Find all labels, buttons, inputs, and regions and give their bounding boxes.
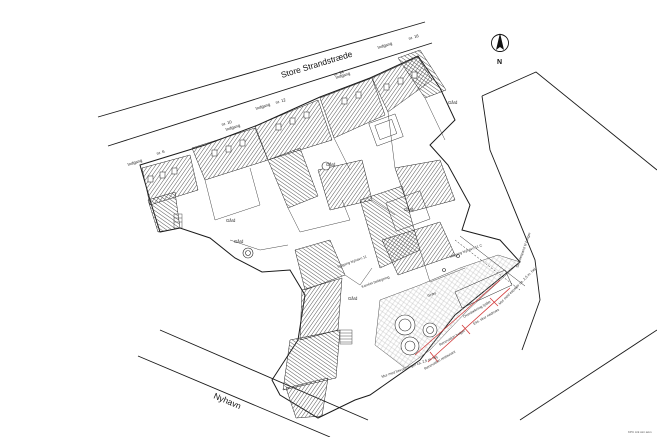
- stair-symbols: [173, 213, 353, 345]
- label-indgang-10: Indgang: [225, 123, 242, 132]
- label-gaard-3: Gård: [326, 162, 336, 167]
- trees: [394, 314, 438, 356]
- label-indgang-12: Indgang: [255, 102, 272, 111]
- label-indgang-nyhavn-11c: Indgang Nyhavn 11 C: [449, 243, 483, 259]
- label-indgang-nyhavn-11: Indgang Nyhavn 11: [337, 255, 367, 269]
- street-store-strandstraede-edge: [97, 21, 433, 147]
- label-gaard-6: Gård: [448, 100, 458, 105]
- label-indgang-6: Indgang: [127, 158, 144, 167]
- roof-sections: [141, 49, 456, 419]
- facade-windows: [147, 71, 418, 183]
- label-nr-6: nr. 6: [156, 149, 166, 156]
- site-circles: [242, 161, 460, 272]
- label-indgang-16: Indgang: [377, 41, 394, 50]
- street-nyhavn-edge: [137, 329, 657, 437]
- label-nr-10: nr. 10: [221, 119, 233, 127]
- label-nr-16: nr. 16: [408, 33, 420, 41]
- label-nr-12: nr. 12: [275, 97, 287, 105]
- north-arrow-icon: N: [491, 33, 509, 66]
- label-indgang-14: Indgang: [335, 71, 352, 80]
- label-skraldespand: Skraldespand til boliger: [515, 231, 532, 268]
- label-gaard-5: Gård: [348, 296, 358, 301]
- label-graes: Græs: [427, 291, 437, 298]
- label-gaard-4: Gård: [404, 207, 414, 212]
- label-nr-14: nr. 14: [333, 69, 345, 77]
- label-gaard-2: Gård: [234, 239, 244, 244]
- north-label: N: [497, 59, 502, 66]
- neighbour-block: [481, 71, 657, 351]
- drawing-footer: KPC Ark stnr.tekn: [628, 430, 652, 434]
- label-gaard-1: Gård: [226, 218, 236, 223]
